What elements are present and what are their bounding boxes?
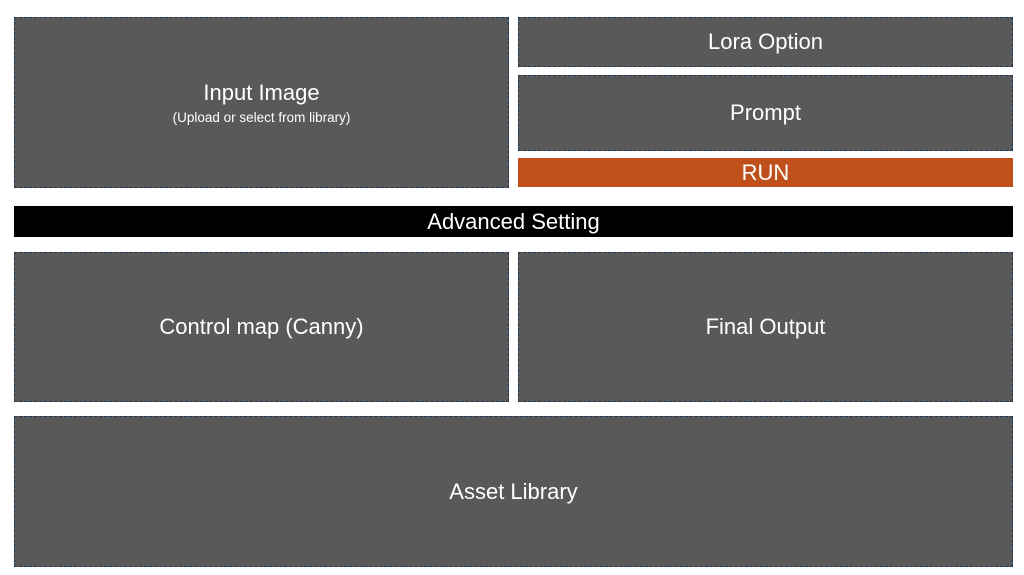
- lora-option-panel[interactable]: Lora Option: [518, 17, 1013, 67]
- final-output-panel[interactable]: Final Output: [518, 252, 1013, 402]
- final-output-label: Final Output: [705, 314, 826, 340]
- prompt-label: Prompt: [730, 100, 801, 126]
- lora-option-label: Lora Option: [708, 29, 823, 55]
- control-map-panel[interactable]: Control map (Canny): [14, 252, 509, 402]
- advanced-setting-label: Advanced Setting: [427, 208, 600, 234]
- advanced-setting-bar[interactable]: Advanced Setting: [14, 206, 1013, 237]
- prompt-panel[interactable]: Prompt: [518, 75, 1013, 151]
- run-button[interactable]: RUN: [518, 158, 1013, 187]
- asset-library-panel[interactable]: Asset Library: [14, 416, 1013, 567]
- input-image-title: Input Image: [203, 79, 320, 105]
- input-image-panel[interactable]: Input Image (Upload or select from libra…: [14, 17, 509, 188]
- run-button-label: RUN: [741, 159, 790, 185]
- input-image-subtitle: (Upload or select from library): [172, 110, 351, 126]
- asset-library-label: Asset Library: [449, 478, 578, 504]
- control-map-label: Control map (Canny): [159, 314, 364, 340]
